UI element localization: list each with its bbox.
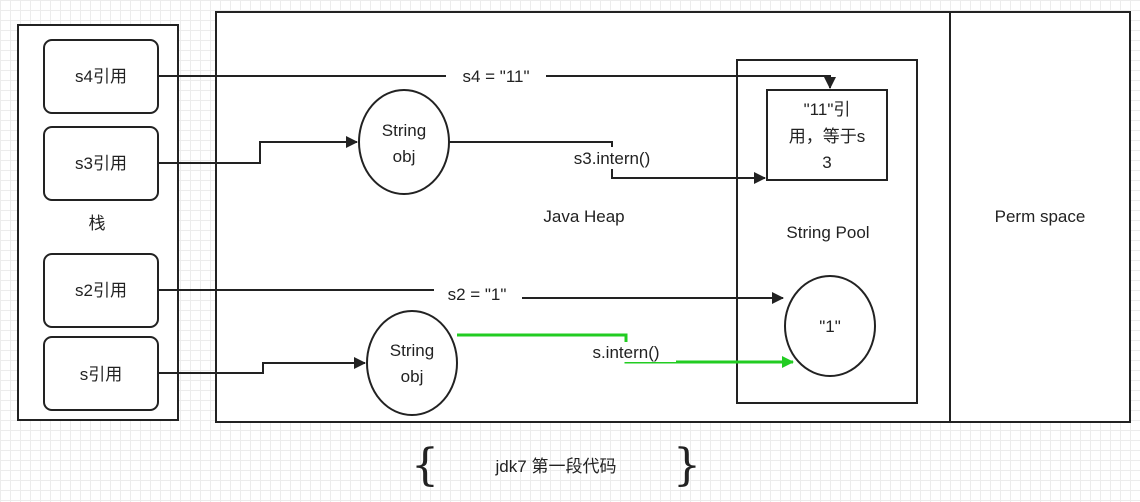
stack-ref-s3-label: s3引用 bbox=[75, 154, 127, 173]
heap-obj-1-line1: String bbox=[382, 121, 426, 140]
pool-ref-11-line3: 3 bbox=[822, 153, 831, 172]
pool-ref-11-line1: "11"引 bbox=[804, 100, 851, 119]
heap-obj-2-line2: obj bbox=[401, 367, 424, 386]
edge-s2-label-bg bbox=[434, 283, 522, 305]
edge-s-intern-label: s.intern() bbox=[592, 343, 659, 362]
pool-ref-11-line2: 用，等于s bbox=[789, 127, 866, 146]
perm-space-label: Perm space bbox=[995, 207, 1086, 226]
heap-obj-2-line1: String bbox=[390, 341, 434, 360]
edge-s-to-obj2 bbox=[158, 357, 366, 374]
perm-space-region bbox=[949, 11, 1131, 423]
caption-label: jdk7 第一段代码 bbox=[495, 457, 617, 476]
heap-obj-1-line2: obj bbox=[393, 147, 416, 166]
edge-s4-label-bg bbox=[446, 64, 546, 86]
edge-s4-label: s4 = "11" bbox=[462, 67, 529, 86]
stack-ref-s4-label: s4引用 bbox=[75, 67, 127, 86]
caption-left-brace: { bbox=[411, 440, 439, 491]
heap-string-obj-2 bbox=[366, 310, 458, 416]
edge-s3-intern-label-bg bbox=[560, 147, 665, 169]
stack-label: 栈 bbox=[89, 214, 106, 233]
stack-ref-s2-label: s2引用 bbox=[75, 281, 127, 300]
string-pool-label: String Pool bbox=[786, 223, 869, 242]
java-heap-label: Java Heap bbox=[543, 207, 624, 226]
stack-ref-s-label: s引用 bbox=[80, 365, 123, 384]
heap-string-obj-1 bbox=[358, 89, 450, 195]
pool-ref-11-box bbox=[766, 89, 888, 181]
edge-s2-label: s2 = "1" bbox=[448, 285, 507, 304]
edge-s3-intern-label: s3.intern() bbox=[574, 149, 651, 168]
pool-string-1-label: "1" bbox=[819, 317, 841, 336]
edge-s-intern-label-bg bbox=[578, 342, 676, 362]
caption-right-brace: } bbox=[673, 440, 701, 491]
edge-s3-to-obj1 bbox=[158, 136, 358, 164]
edge-s4-to-pool-ref bbox=[158, 75, 836, 89]
pool-string-1-node bbox=[784, 275, 876, 377]
